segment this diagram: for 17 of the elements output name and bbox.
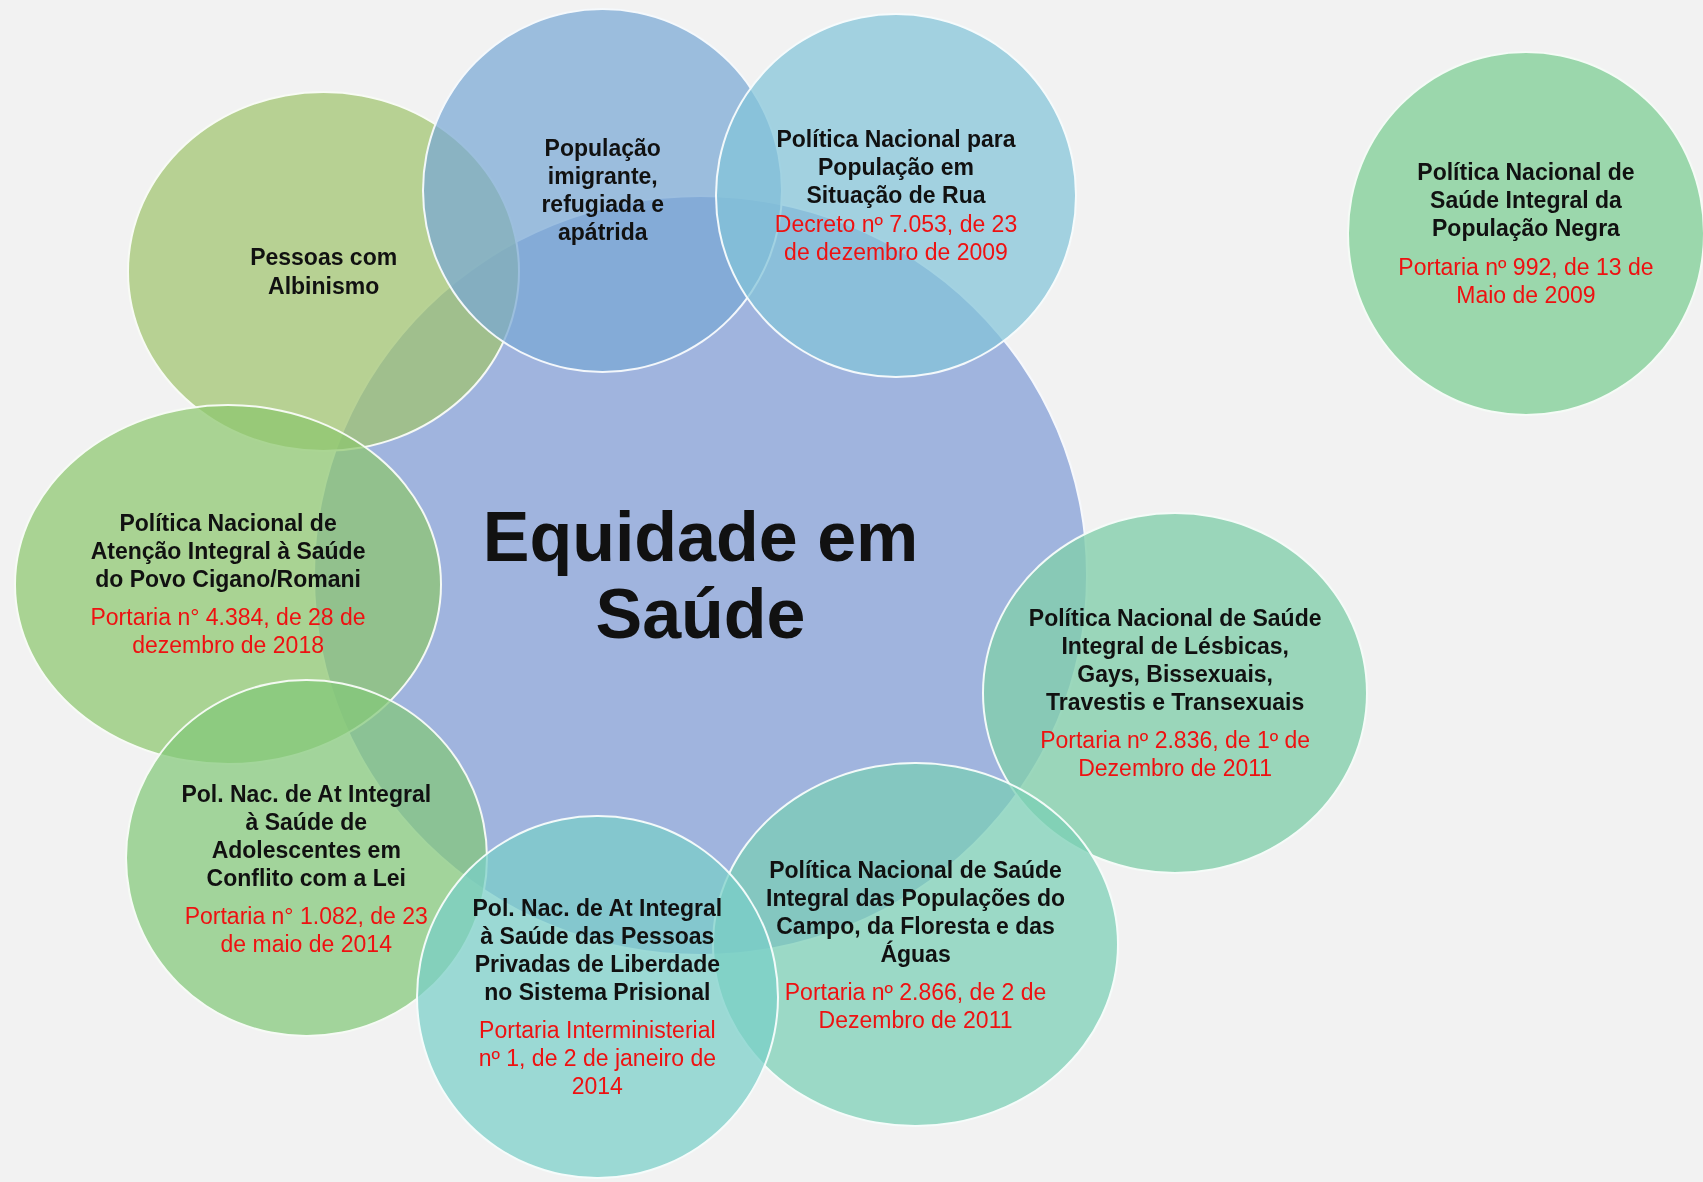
policy-title: Política Nacional de Saúde Integral de Lésbicas, Gays, Bissexuais, Travestis e Transexuais — [1028, 603, 1322, 716]
policy-title: Pessoas com Albinismo — [249, 243, 399, 300]
policy-title: Política Nacional de Atenção Integral à Saúde do Povo Cigano/Romani — [89, 509, 367, 594]
policy-title: Política Nacional para População em Situação de Rua — [776, 126, 1016, 209]
decree-reference: Portaria nº 992, de 13 de Maio de 2009 — [1397, 252, 1655, 309]
decree-reference: Portaria n° 1.082, de 23 de maio de 2014 — [183, 901, 429, 958]
policy-title: Pol. Nac. de At Integral à Saúde de Adolescentes em Conflito com a Lei — [181, 779, 432, 892]
decree-reference: Portaria nº 2.866, de 2 de Dezembro de 2011 — [783, 977, 1048, 1035]
decree-reference: Decreto nº 7.053, de 23 de dezembro de 2009 — [774, 210, 1018, 265]
policy-title: População imigrante, refugiada e apátrida — [540, 133, 666, 247]
decree-reference: Portaria nº 2.836, de 1º de Dezembro de 2011 — [1039, 725, 1312, 783]
center-title: Equidade em Saúde — [481, 498, 920, 653]
decree-reference: Portaria Interministerial nº 1, de 2 de janeiro de 2014 — [477, 1016, 717, 1101]
policy-title: Pol. Nac. de At Integral à Saúde das Pessoas Privadas de Liberdade no Sistema Prisional — [471, 893, 724, 1007]
decree-reference: Portaria n° 4.384, de 28 de dezembro de 2018 — [89, 603, 367, 660]
policy-title: Política Nacional de Saúde Integral das Populações do Campo, da Floresta e das Águas — [765, 855, 1067, 968]
policy-title: Política Nacional de Saúde Integral da População Negra — [1416, 158, 1636, 243]
